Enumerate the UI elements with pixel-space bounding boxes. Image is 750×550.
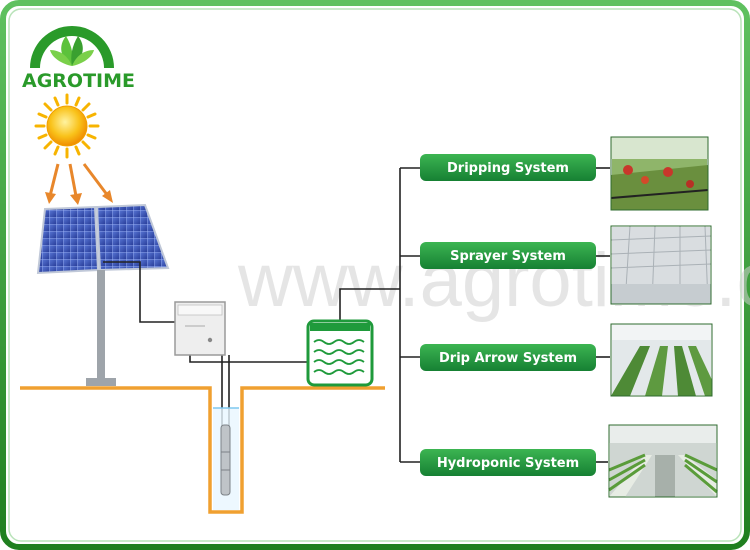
system-label-dripping: Dripping System (447, 161, 569, 176)
system-button-drip-arrow[interactable]: Drip Arrow System (420, 344, 596, 371)
greenhouse-sprayer-photo (610, 225, 712, 305)
system-button-sprayer[interactable]: Sprayer System (420, 242, 596, 269)
water-tank (306, 319, 374, 387)
solar-panel-left (36, 205, 100, 275)
logo-arc-icon (30, 26, 114, 68)
panel-pole (97, 270, 105, 382)
agrotime-logo: AGROTIME (22, 26, 135, 92)
system-label-hydroponic: Hydroponic System (437, 456, 579, 471)
system-button-hydroponic[interactable]: Hydroponic System (420, 449, 596, 476)
solar-panel-right (95, 203, 170, 272)
submersible-pump (220, 424, 231, 496)
system-label-drip-arrow: Drip Arrow System (439, 351, 577, 366)
logo-text: AGROTIME (22, 70, 135, 92)
ground-and-well (20, 386, 385, 514)
system-button-dripping[interactable]: Dripping System (420, 154, 596, 181)
pump-controller-box (174, 301, 226, 356)
system-label-sprayer: Sprayer System (450, 249, 566, 264)
inner-frame (8, 8, 742, 542)
greenhouse-drip-arrow-photo (610, 323, 713, 397)
sun-icon (34, 93, 100, 159)
panel-pole-base (86, 378, 116, 386)
solar-panel-array (36, 203, 170, 386)
cables (103, 167, 611, 470)
greenhouse-tomato-drip-photo (610, 136, 709, 211)
logo-leaf-icon (61, 36, 73, 66)
sunlight-arrows (45, 163, 113, 205)
greenhouse-hydroponic-photo (608, 424, 718, 498)
